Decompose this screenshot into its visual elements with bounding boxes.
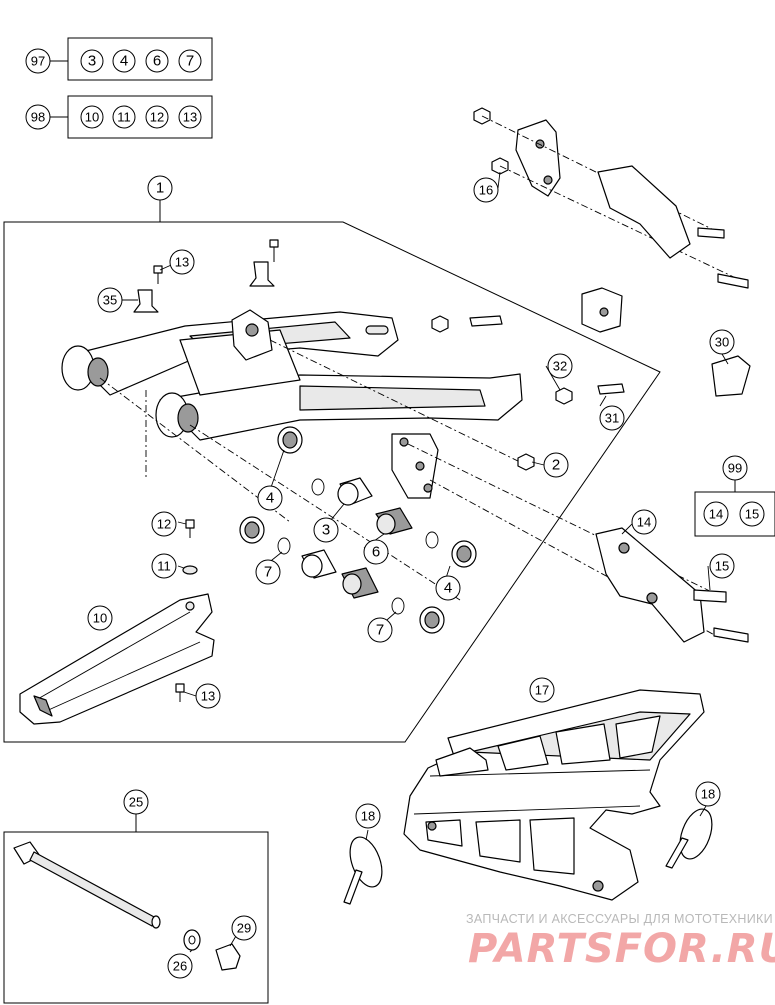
kit-98-member-3: 12	[150, 110, 164, 125]
kit-99-member-2: 15	[745, 507, 759, 522]
kit-98-label: 98	[31, 110, 45, 125]
kit-98-member-1: 10	[85, 110, 99, 125]
kit-98-member-2: 11	[117, 110, 131, 125]
swingarm-assembly-frame	[3, 200, 661, 743]
bearing-set[interactable]	[239, 426, 477, 634]
svg-text:6: 6	[372, 544, 380, 561]
callout-16[interactable]: 16	[473, 177, 499, 203]
callout-29[interactable]: 29	[231, 915, 257, 941]
callout-12[interactable]: 12	[151, 511, 177, 537]
callout-6[interactable]: 6	[363, 539, 389, 565]
kit-99-label: 99	[728, 461, 742, 476]
svg-text:15: 15	[715, 559, 729, 574]
callout-2[interactable]: 2	[543, 452, 569, 478]
svg-text:30: 30	[715, 335, 729, 350]
svg-text:4: 4	[444, 580, 452, 597]
callout-1[interactable]: 1	[147, 175, 173, 201]
svg-text:13: 13	[175, 255, 189, 270]
kit-97-member-3: 6	[153, 53, 161, 70]
fasteners-swingarm[interactable]	[133, 239, 625, 702]
callout-15[interactable]: 15	[709, 553, 735, 579]
svg-text:25: 25	[129, 795, 143, 810]
callout-3-top[interactable]: 3	[313, 517, 339, 543]
callout-17[interactable]: 17	[529, 677, 555, 703]
callout-25[interactable]: 25	[123, 789, 149, 815]
callout-4-top[interactable]: 4	[257, 485, 283, 511]
kit-98-member-4: 13	[183, 110, 197, 125]
kit-97-member-4: 7	[186, 53, 194, 70]
kit-97-label: 97	[31, 54, 45, 69]
svg-text:18: 18	[361, 809, 375, 824]
svg-text:7: 7	[264, 564, 272, 581]
svg-text:35: 35	[103, 293, 117, 308]
svg-text:26: 26	[173, 959, 187, 974]
chain-guide-blocks[interactable]	[581, 287, 751, 397]
kit-97-member-1: 3	[88, 53, 96, 70]
svg-text:10: 10	[93, 611, 107, 626]
axle-assembly-frame	[3, 814, 269, 1004]
watermark: ЗАПЧАСТИ И АКСЕССУАРЫ ДЛЯ МОТОТЕХНИКИ PA…	[466, 912, 775, 972]
kit-99-member-1: 14	[709, 507, 723, 522]
svg-text:31: 31	[605, 411, 619, 426]
callout-30[interactable]: 30	[709, 329, 735, 355]
svg-text:11: 11	[157, 559, 171, 574]
callout-13-bottom[interactable]: 13	[195, 683, 221, 709]
callout-4-right[interactable]: 4	[435, 575, 461, 601]
kit-98[interactable]: 98 10 11 12 13	[25, 95, 213, 139]
chain-guide-lower[interactable]	[595, 527, 749, 643]
swingarm[interactable]	[61, 309, 721, 639]
svg-text:32: 32	[553, 359, 567, 374]
callout-18-right[interactable]: 18	[695, 781, 721, 807]
watermark-brand: PARTSFOR.RU	[468, 926, 775, 972]
callout-32[interactable]: 32	[547, 353, 573, 379]
callout-7-left[interactable]: 7	[255, 559, 281, 585]
callout-35[interactable]: 35	[97, 287, 123, 313]
svg-text:12: 12	[157, 517, 171, 532]
svg-text:1: 1	[156, 180, 164, 197]
chain-guide-upper[interactable]	[473, 107, 749, 289]
swingarm-axle[interactable]	[13, 841, 241, 971]
svg-text:2: 2	[552, 457, 560, 474]
svg-text:7: 7	[376, 622, 384, 639]
svg-text:3: 3	[322, 522, 330, 539]
callout-18-left[interactable]: 18	[355, 803, 381, 829]
chain-guard[interactable]	[403, 689, 705, 901]
cable-ties[interactable]	[343, 805, 718, 905]
callout-31[interactable]: 31	[599, 405, 625, 431]
kit-97[interactable]: 97 3 4 6 7	[25, 37, 213, 81]
kit-99[interactable]: 99 14 15	[694, 455, 775, 537]
chain-slider[interactable]	[19, 593, 215, 725]
callout-14[interactable]: 14	[631, 509, 657, 535]
svg-text:14: 14	[637, 515, 651, 530]
svg-text:16: 16	[479, 183, 493, 198]
svg-text:18: 18	[701, 787, 715, 802]
svg-text:29: 29	[237, 921, 251, 936]
callout-26[interactable]: 26	[167, 953, 193, 979]
callout-11[interactable]: 11	[151, 553, 177, 579]
callout-10[interactable]: 10	[87, 605, 113, 631]
svg-text:4: 4	[266, 490, 274, 507]
svg-text:13: 13	[201, 689, 215, 704]
kit-97-member-2: 4	[120, 53, 128, 70]
callout-13-top[interactable]: 13	[169, 249, 195, 275]
callout-7-right[interactable]: 7	[367, 617, 393, 643]
watermark-tagline: ЗАПЧАСТИ И АКСЕССУАРЫ ДЛЯ МОТОТЕХНИКИ	[466, 912, 773, 926]
svg-text:17: 17	[535, 683, 549, 698]
